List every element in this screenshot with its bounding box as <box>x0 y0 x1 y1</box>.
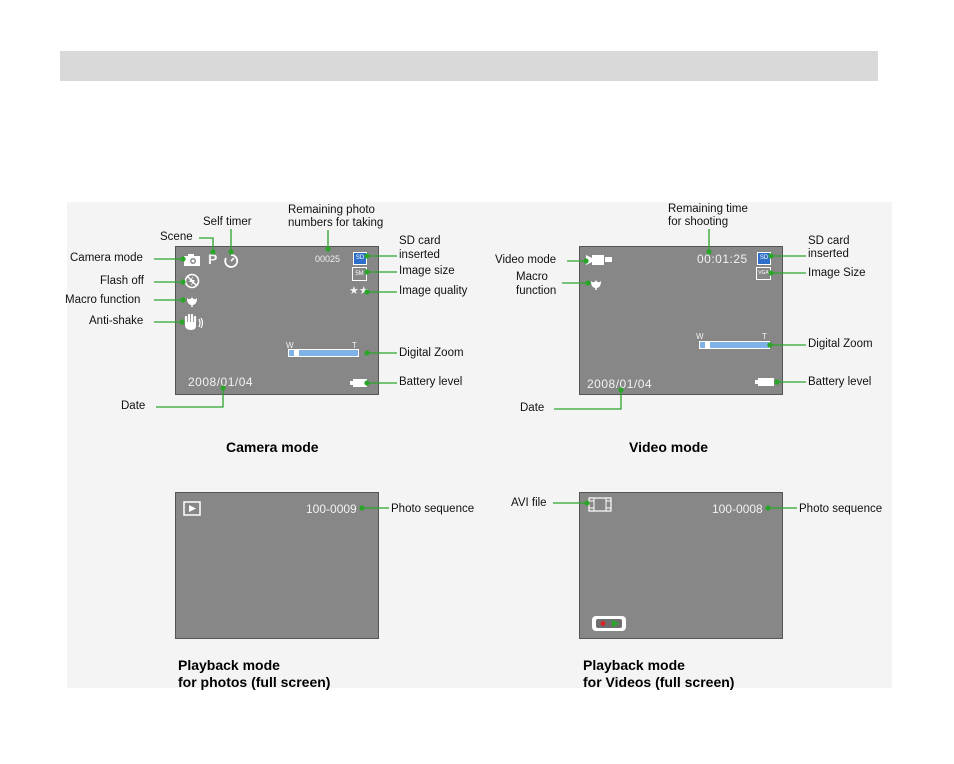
photo-sequence-number: 100-0009 <box>306 502 357 516</box>
header-bar <box>60 51 878 81</box>
label-sd-card: SD card <box>399 235 441 247</box>
play-icon <box>183 501 201 516</box>
macro-icon-video <box>591 280 601 290</box>
label-camera-mode: Camera mode <box>70 252 143 264</box>
label-battery-level-video: Battery level <box>808 376 872 388</box>
camera-icon <box>184 254 200 266</box>
self-timer-icon <box>224 254 239 268</box>
record-play-icon <box>592 616 626 631</box>
scene-letter: P <box>208 251 218 267</box>
remaining-photo-counter: 00025 <box>315 254 341 264</box>
caption-playback-photos-line1: Playback mode <box>178 657 280 673</box>
playback-video-screen <box>579 492 783 639</box>
zoom-t-label: T <box>352 341 357 350</box>
video-sequence-number: 100-0008 <box>712 502 763 516</box>
label-flash-off: Flash off <box>100 275 144 287</box>
label-image-size: Image size <box>399 265 455 277</box>
sd-card-icon: SD <box>353 252 367 265</box>
zoom-w-label: W <box>286 341 294 350</box>
caption-playback-videos-line1: Playback mode <box>583 657 685 673</box>
label-avi-file: AVI file <box>511 497 547 509</box>
label-video-mode: Video mode <box>495 254 557 266</box>
battery-icon <box>350 379 367 387</box>
label-for-shooting: for shooting <box>668 216 729 228</box>
label-macro-function: Macro function <box>65 294 141 306</box>
label-inserted: inserted <box>399 249 440 261</box>
label-self-timer: Self timer <box>203 216 252 228</box>
camera-date: 2008/01/04 <box>188 375 254 389</box>
digital-zoom-indicator-video <box>705 342 710 348</box>
label-numbers-for-taking: numbers for taking <box>288 217 384 229</box>
image-size-badge: 5M <box>352 267 367 281</box>
label-anti-shake: Anti-shake <box>89 315 144 327</box>
flash-off-icon <box>184 273 200 289</box>
digital-zoom-bar <box>288 349 359 357</box>
label-battery-level: Battery level <box>399 376 463 388</box>
caption-playback-photos-line2: for photos (full screen) <box>178 674 331 690</box>
video-date: 2008/01/04 <box>587 377 653 391</box>
video-mode-screen <box>579 246 783 395</box>
sd-card-icon-video: SD <box>757 252 771 265</box>
label-date: Date <box>121 400 146 412</box>
label-remaining-photo: Remaining photo <box>288 204 375 216</box>
playback-photo-screen <box>175 492 379 639</box>
label-photo-sequence: Photo sequence <box>391 503 475 515</box>
label-photo-sequence-video: Photo sequence <box>799 503 883 515</box>
label-image-quality: Image quality <box>399 285 468 297</box>
digital-zoom-bar-video <box>699 341 770 349</box>
label-image-size-video: Image Size <box>808 267 866 279</box>
film-icon <box>588 497 612 512</box>
zoom-t-label-video: T <box>762 332 767 341</box>
image-size-badge-video: VGA <box>756 267 771 280</box>
label-function: function <box>516 285 557 297</box>
caption-camera-mode: Camera mode <box>226 439 319 455</box>
battery-icon-video <box>755 378 774 386</box>
digital-zoom-indicator <box>294 350 299 356</box>
label-date-video: Date <box>520 402 545 414</box>
zoom-w-label-video: W <box>696 332 704 341</box>
caption-video-mode: Video mode <box>629 439 709 455</box>
label-digital-zoom: Digital Zoom <box>399 347 464 359</box>
remaining-time: 00:01:25 <box>697 252 748 266</box>
video-camera-icon <box>586 255 612 265</box>
label-scene: Scene <box>160 231 193 243</box>
label-inserted-video: inserted <box>808 248 849 260</box>
label-macro: Macro <box>516 271 548 283</box>
label-sd-card-video: SD card <box>808 235 850 247</box>
label-digital-zoom-video: Digital Zoom <box>808 338 873 350</box>
macro-icon <box>187 297 197 307</box>
image-quality-stars: ★★ <box>349 285 369 297</box>
caption-playback-videos-line2: for Videos (full screen) <box>583 674 735 690</box>
camera-mode-screen <box>175 246 379 395</box>
anti-shake-hand-icon <box>184 313 204 330</box>
label-remaining-time: Remaining time <box>668 203 748 215</box>
